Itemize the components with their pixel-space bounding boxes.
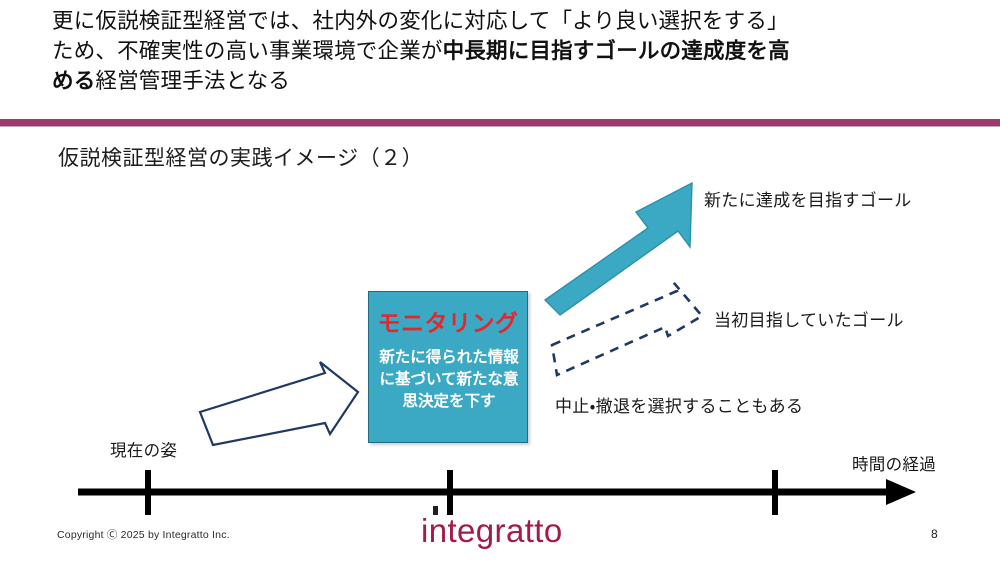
label-new-goal: 新たに達成を目指すゴール: [704, 191, 912, 210]
section-divider-hairline: [0, 126, 1000, 127]
label-withdrawal-option: 中止・撤退を選択することもある: [555, 397, 804, 416]
header-line-2-emphasis: 中長期に目指すゴールの達成度を高: [442, 39, 790, 63]
header-line-3-normal: 経営管理手法となる: [95, 69, 291, 93]
copyright-notice: Copyright Ⓒ 2025 by Integratto Inc.: [57, 529, 230, 541]
header-line-1: 更に仮説検証型経営では、社内外の変化に対応して「より良い選択をする」: [52, 6, 972, 36]
header-paragraph: 更に仮説検証型経営では、社内外の変化に対応して「より良い選択をする」 ため、不確…: [52, 6, 972, 96]
header-line-2-normal: ため、不確実性の高い事業環境で企業が: [52, 39, 443, 63]
timeline-arrowhead-icon: [886, 479, 916, 505]
page-number: 8: [931, 527, 938, 541]
header-line-2: ため、不確実性の高い事業環境で企業が中長期に目指すゴールの達成度を高: [52, 36, 972, 66]
header-line-3: める経営管理手法となる: [52, 66, 972, 96]
label-time-axis: 時間の経過: [852, 456, 936, 474]
monitoring-box: モニタリング 新たに得られた情報に基づいて新たな意思決定を下す: [368, 291, 528, 443]
integratto-logo: integratto: [421, 512, 563, 549]
label-current-state: 現在の姿: [110, 442, 178, 460]
header-line-1-text: 更に仮説検証型経営では、社内外の変化に対応して「より良い選択をする」: [52, 9, 789, 33]
monitoring-box-body: 新たに得られた情報に基づいて新たな意思決定を下す: [379, 349, 519, 410]
label-original-goal: 当初目指していたゴール: [714, 311, 904, 330]
logo-tittle-mark: [433, 506, 438, 515]
teal-up-right-arrow: [543, 181, 693, 316]
page-title: 仮説検証型経営の実践イメージ（２）: [58, 147, 424, 170]
dashed-right-arrow: [550, 282, 704, 377]
monitoring-box-title: モニタリング: [377, 310, 519, 336]
section-divider: [0, 119, 1000, 126]
white-outline-up-right-arrow: [198, 361, 360, 447]
header-line-3-emphasis: める: [52, 69, 96, 93]
